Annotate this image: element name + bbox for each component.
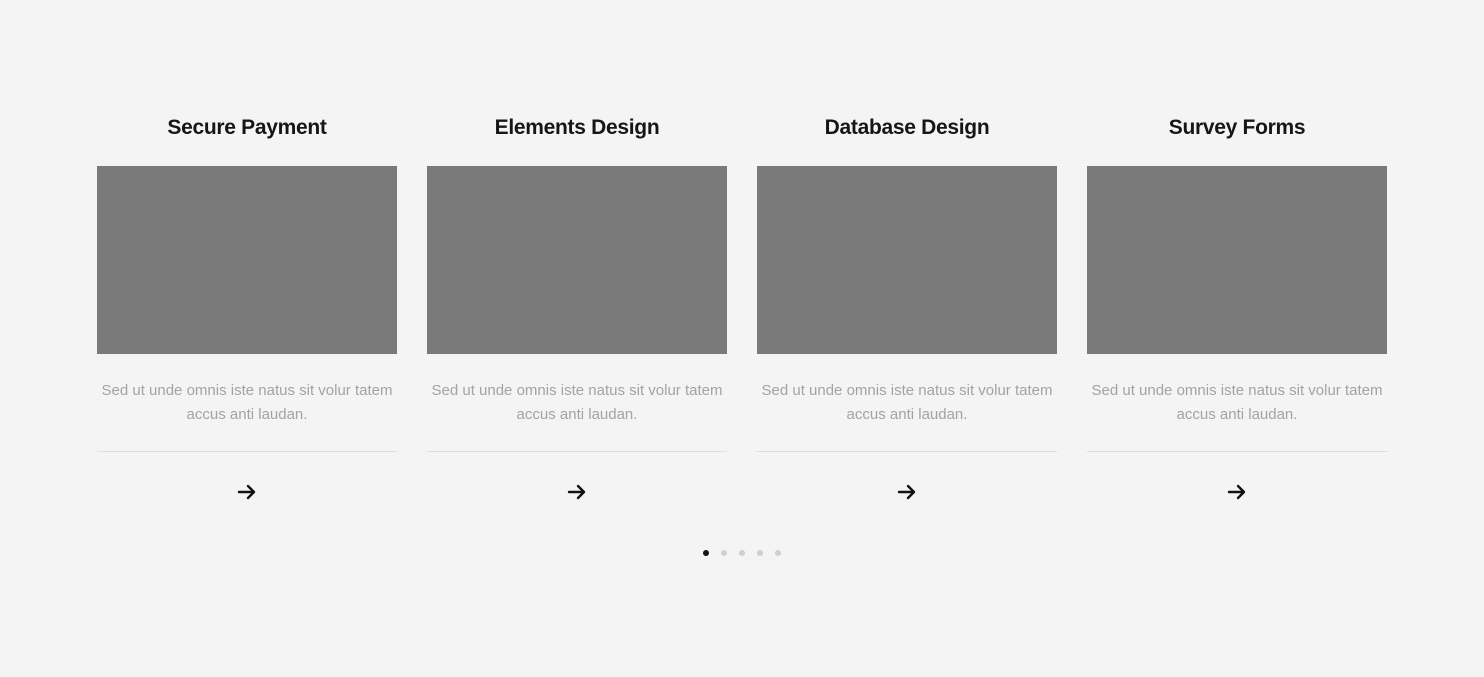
arrow-right-icon[interactable] <box>896 481 918 503</box>
card-divider <box>427 451 727 452</box>
pagination-dot-2[interactable] <box>721 550 727 556</box>
card-image-placeholder <box>757 166 1057 354</box>
feature-card-survey-forms: Survey Forms Sed ut unde omnis iste natu… <box>1087 0 1387 520</box>
card-divider <box>757 451 1057 452</box>
carousel-pagination <box>703 550 781 558</box>
pagination-dot-1[interactable] <box>703 550 709 556</box>
pagination-dot-3[interactable] <box>739 550 745 556</box>
feature-card-database-design: Database Design Sed ut unde omnis iste n… <box>757 0 1057 520</box>
card-image-placeholder <box>1087 166 1387 354</box>
card-title: Secure Payment <box>167 116 327 139</box>
pagination-dot-5[interactable] <box>775 550 781 556</box>
feature-card-elements-design: Elements Design Sed ut unde omnis iste n… <box>427 0 727 520</box>
card-description: Sed ut unde omnis iste natus sit volur t… <box>101 382 393 423</box>
feature-card-secure-payment: Secure Payment Sed ut unde omnis iste na… <box>97 0 397 520</box>
card-image-placeholder <box>427 166 727 354</box>
card-divider <box>97 451 397 452</box>
card-description: Sed ut unde omnis iste natus sit volur t… <box>1091 382 1383 423</box>
feature-carousel: Secure Payment Sed ut unde omnis iste na… <box>97 0 1387 677</box>
card-divider <box>1087 451 1387 452</box>
card-description: Sed ut unde omnis iste natus sit volur t… <box>761 382 1053 423</box>
card-title: Elements Design <box>494 116 660 139</box>
arrow-right-icon[interactable] <box>236 481 258 503</box>
card-description: Sed ut unde omnis iste natus sit volur t… <box>431 382 723 423</box>
arrow-right-icon[interactable] <box>566 481 588 503</box>
card-image-placeholder <box>97 166 397 354</box>
pagination-dot-4[interactable] <box>757 550 763 556</box>
arrow-right-icon[interactable] <box>1226 481 1248 503</box>
card-title: Survey Forms <box>1168 116 1306 139</box>
card-title: Database Design <box>824 116 990 139</box>
